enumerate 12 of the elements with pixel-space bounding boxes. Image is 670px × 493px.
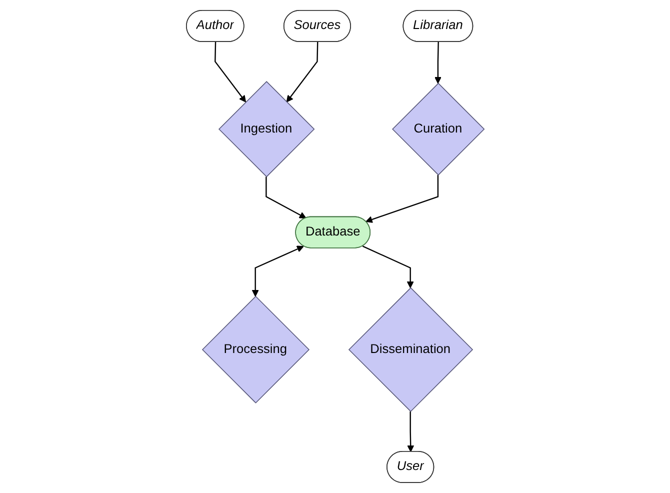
arrow [214, 42, 246, 102]
node-diamond: Processing [202, 296, 310, 404]
arrow [362, 246, 414, 288]
arrow [434, 42, 442, 84]
arrow [365, 174, 438, 223]
node-diamond: Ingestion [218, 81, 314, 178]
arrow [406, 411, 414, 452]
node-diamond: Curation [392, 82, 484, 176]
arrow [252, 246, 304, 297]
arrow [265, 176, 306, 218]
arrow [286, 42, 318, 102]
node-diamond: Dissemination [348, 287, 473, 412]
